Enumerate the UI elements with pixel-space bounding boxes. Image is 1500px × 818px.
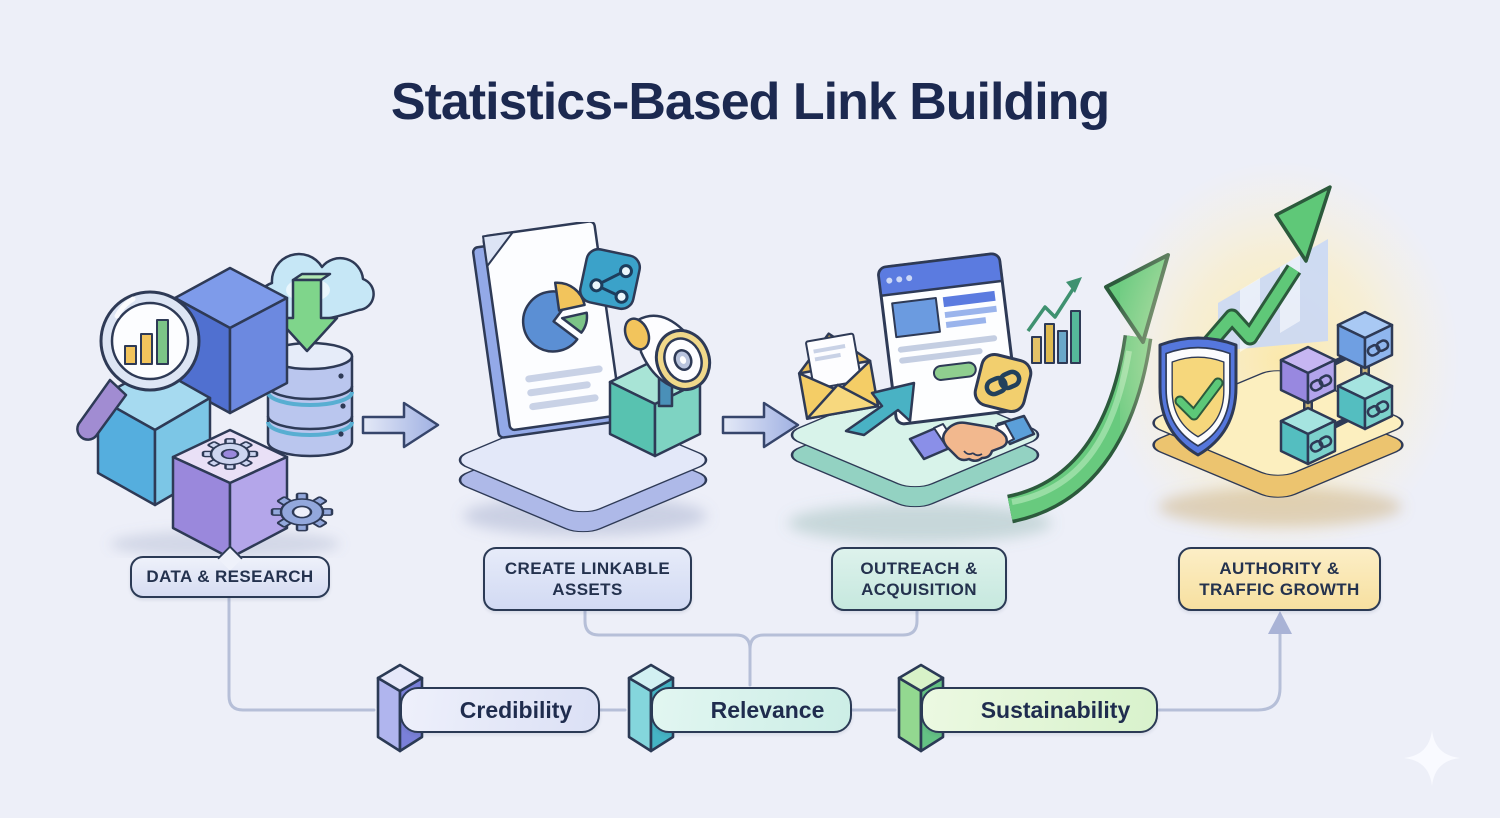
gear-cube-icon: [171, 428, 289, 558]
share-badge-icon: [578, 247, 642, 311]
send-arrow-icon: [844, 381, 916, 437]
page-title: Statistics-Based Link Building: [390, 73, 1110, 131]
stage-label-text: OUTREACH & ACQUISITION: [860, 558, 978, 599]
gear-icon: [201, 438, 259, 470]
stage-authority-illustration: [1120, 160, 1460, 555]
stage-data-research-illustration: [76, 252, 375, 558]
stage-label-text: AUTHORITY & TRAFFIC GROWTH: [1199, 558, 1360, 599]
connector-data-to-credibility: [227, 595, 376, 712]
flow-arrow-icon: [361, 401, 440, 449]
flow-arrow-icon: [721, 401, 800, 449]
link-cubes-icon: [1279, 310, 1394, 466]
megaphone-icon: [623, 314, 712, 408]
download-arrow-icon: [275, 272, 339, 353]
shield-check-icon: [1158, 336, 1238, 457]
link-badge-icon: [973, 352, 1033, 414]
stage-create-assets-illustration: [458, 222, 712, 536]
mini-bar-chart-icon: [1026, 277, 1082, 364]
stage-label-data-research: DATA & RESEARCH: [130, 545, 330, 598]
stage-label-text: DATA & RESEARCH: [146, 567, 314, 587]
document-pie-chart-icon: [471, 222, 622, 439]
connector-outreach-to-relevance: [748, 607, 919, 651]
principle-pill: Relevance: [651, 687, 852, 733]
principle-pill: Credibility: [400, 687, 600, 733]
handshake-icon: [908, 414, 1036, 462]
stage-label-outreach: OUTREACH & ACQUISITION: [831, 547, 1007, 611]
magnifier-bar-chart-icon: [76, 290, 201, 441]
up-arrowhead-icon: [1268, 611, 1292, 634]
stage-outreach-illustration: [788, 252, 1170, 543]
sparkle-icon: [1404, 730, 1460, 786]
stage-label-text: CREATE LINKABLE ASSETS: [504, 558, 671, 599]
connector-sustainability-to-authority: [1132, 630, 1282, 712]
gear-icon-2: [270, 492, 334, 532]
envelope-icon: [797, 332, 880, 420]
link-cube-blue: [1336, 310, 1394, 370]
stage-label-create-assets: CREATE LINKABLE ASSETS: [483, 547, 692, 611]
stage-label-authority: AUTHORITY & TRAFFIC GROWTH: [1178, 547, 1381, 611]
principle-pill: Sustainability: [921, 687, 1158, 733]
